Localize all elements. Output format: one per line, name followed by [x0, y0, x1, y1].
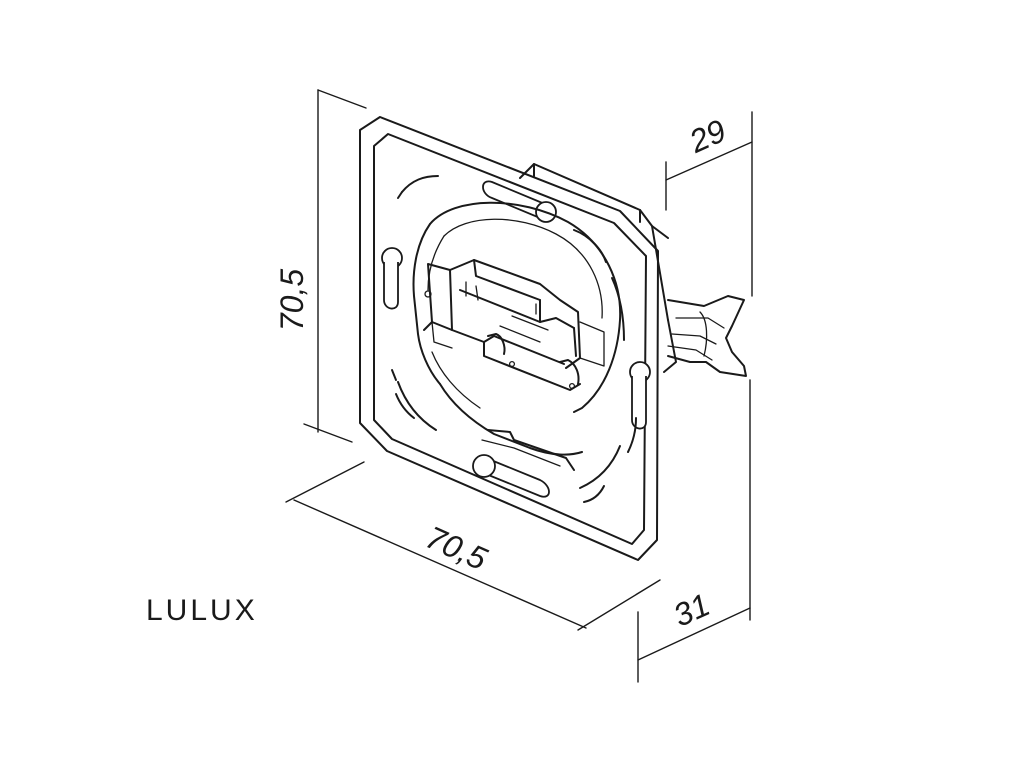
depth-dimension: [665, 111, 753, 297]
total-depth-label: 31: [668, 586, 715, 633]
height-dimension: [303, 89, 367, 443]
depth-label: 29: [683, 112, 731, 160]
rear-housing: [519, 163, 677, 373]
central-opening: [412, 201, 622, 456]
total-depth-dimension: [637, 379, 751, 683]
width-label: 70,5: [421, 519, 493, 577]
inner-mechanism: [423, 259, 605, 471]
brand-name: LULUX: [146, 594, 258, 627]
front-plate: [359, 116, 659, 561]
height-label: 70,5: [274, 269, 310, 331]
side-clamp: [667, 295, 747, 377]
width-dimension: [285, 461, 661, 631]
